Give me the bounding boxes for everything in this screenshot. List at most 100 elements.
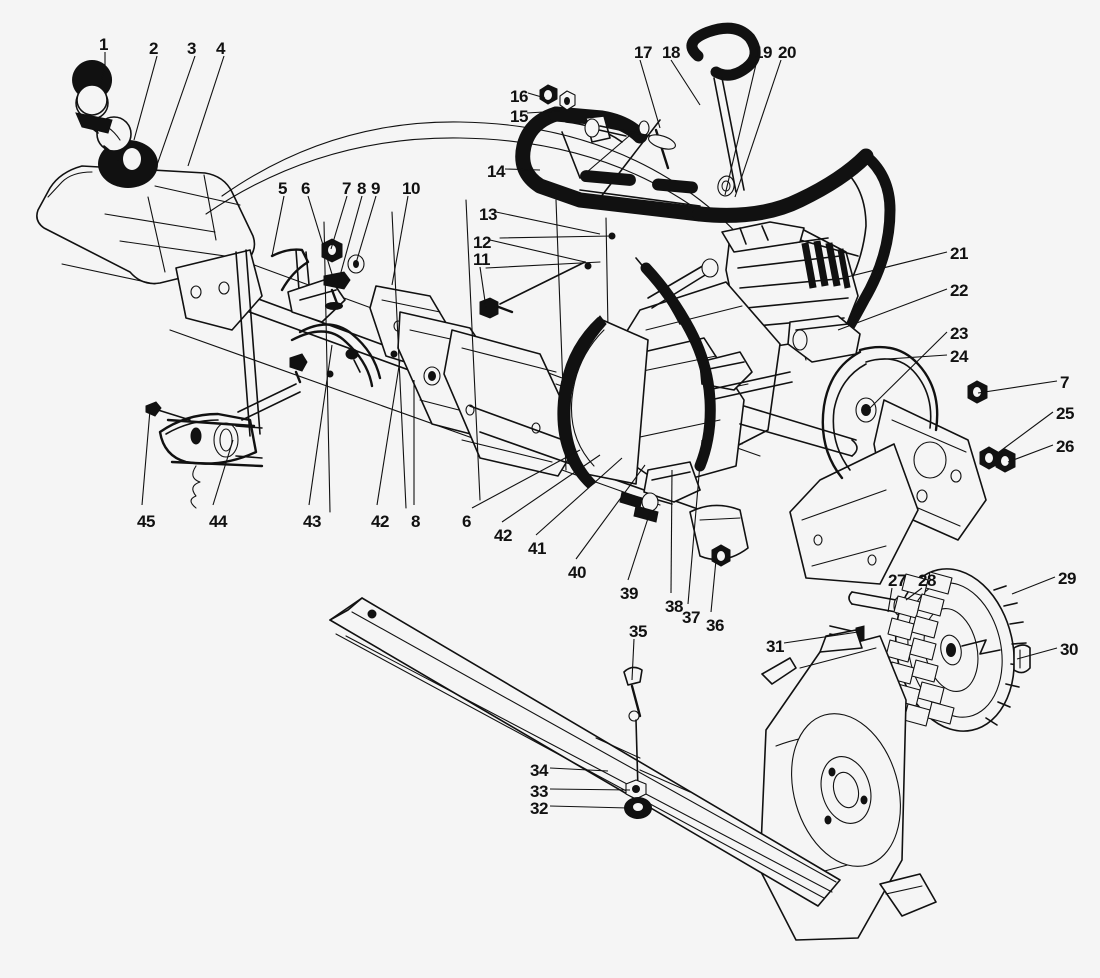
callout-number-28: 28 bbox=[918, 571, 936, 590]
callout-number-34: 34 bbox=[530, 761, 548, 780]
leader-line-34 bbox=[549, 767, 609, 772]
callout-number-15: 15 bbox=[510, 107, 528, 126]
leader-line-15 bbox=[526, 110, 561, 114]
leader-line-21 bbox=[842, 251, 948, 279]
callout-number-41: 41 bbox=[528, 539, 546, 558]
callout-number-9: 9 bbox=[371, 179, 380, 198]
callout-number-19: 19 bbox=[754, 43, 772, 62]
leader-line-3 bbox=[156, 55, 196, 166]
leader-line-18 bbox=[670, 59, 701, 106]
callout-number-23: 23 bbox=[950, 324, 968, 343]
tire-and-wheel bbox=[885, 568, 1031, 732]
leader-line-12 bbox=[489, 239, 586, 263]
leader-line-13 bbox=[495, 211, 601, 235]
callout-number-20: 20 bbox=[778, 43, 796, 62]
leader-line-41 bbox=[535, 457, 623, 536]
leader-line-5 bbox=[271, 195, 285, 257]
leader-line-23 bbox=[867, 331, 948, 411]
callout-number-6: 6 bbox=[301, 179, 310, 198]
leader-line-9 bbox=[355, 195, 377, 264]
callout-number-7b: 7 bbox=[1060, 373, 1069, 392]
wheel-mount-bracket bbox=[789, 345, 1016, 643]
leader-line-25 bbox=[994, 411, 1054, 456]
callout-number-42: 42 bbox=[371, 512, 389, 531]
callout-number-37: 37 bbox=[682, 608, 700, 627]
callout-number-7: 7 bbox=[342, 179, 351, 198]
callout-number-26: 26 bbox=[1056, 437, 1074, 456]
leader-line-39 bbox=[627, 511, 651, 581]
leader-line-42b bbox=[501, 454, 601, 523]
callout-number-1: 1 bbox=[99, 35, 108, 54]
callout-number-35: 35 bbox=[629, 622, 647, 641]
leader-line-43 bbox=[308, 344, 333, 506]
leader-line-36 bbox=[710, 559, 717, 613]
callout-number-32: 32 bbox=[530, 799, 548, 818]
leader-line-16 bbox=[527, 92, 546, 99]
fuel-tank-assembly bbox=[36, 60, 256, 285]
callout-number-30: 30 bbox=[1060, 640, 1078, 659]
callout-number-18: 18 bbox=[662, 43, 680, 62]
callout-number-8b: 8 bbox=[411, 512, 420, 531]
callout-number-31: 31 bbox=[766, 637, 784, 656]
callout-number-33: 33 bbox=[530, 782, 548, 801]
callout-number-43: 43 bbox=[303, 512, 321, 531]
callout-number-40: 40 bbox=[568, 563, 586, 582]
leader-line-6 bbox=[307, 195, 336, 285]
callout-number-11: 11 bbox=[473, 250, 490, 269]
callout-number-44: 44 bbox=[209, 512, 227, 531]
leader-line-1 bbox=[99, 52, 106, 87]
handlebar-assembly bbox=[515, 22, 896, 350]
leader-line-7b bbox=[977, 380, 1058, 394]
leader-line-11 bbox=[479, 266, 487, 309]
leader-line-20 bbox=[734, 59, 782, 198]
callout-number-2: 2 bbox=[149, 39, 158, 58]
leader-line-22 bbox=[837, 288, 948, 331]
callout-number-22: 22 bbox=[950, 281, 968, 300]
callout-number-10: 10 bbox=[402, 179, 420, 198]
leader-line-30 bbox=[1016, 647, 1058, 660]
leader-line-2 bbox=[133, 55, 158, 141]
leader-line-4 bbox=[187, 55, 225, 167]
left-depth-bracket bbox=[145, 383, 301, 509]
callout-number-38: 38 bbox=[665, 597, 683, 616]
engine-assembly bbox=[479, 221, 861, 567]
leader-line-37 bbox=[687, 439, 703, 605]
callout-number-14: 14 bbox=[487, 162, 505, 181]
callout-number-5: 5 bbox=[278, 179, 287, 198]
callout-number-27: 27 bbox=[888, 571, 906, 590]
leader-line-40 bbox=[575, 464, 646, 560]
leader-line-26 bbox=[1007, 444, 1054, 463]
leader-line-10 bbox=[391, 195, 409, 286]
callout-number-21: 21 bbox=[950, 244, 968, 263]
callout-number-16: 16 bbox=[510, 87, 528, 106]
leader-line-33 bbox=[549, 788, 631, 791]
callout-number-42b: 42 bbox=[494, 526, 512, 545]
leader-line-38 bbox=[670, 469, 673, 594]
leader-line-32 bbox=[549, 805, 629, 809]
leader-line-24 bbox=[872, 354, 948, 361]
leader-line-45 bbox=[141, 409, 151, 506]
leader-lines bbox=[99, 52, 1058, 809]
callout-number-36: 36 bbox=[706, 616, 724, 635]
leader-line-14 bbox=[504, 168, 541, 171]
leader-line-29 bbox=[1011, 576, 1056, 595]
leader-line-17 bbox=[639, 59, 661, 129]
callout-number-25: 25 bbox=[1056, 404, 1074, 423]
leader-line-35 bbox=[631, 638, 635, 681]
callout-number-6b: 6 bbox=[462, 512, 471, 531]
leader-line-6b bbox=[471, 449, 581, 509]
callout-number-24: 24 bbox=[950, 347, 968, 366]
callout-number-13: 13 bbox=[479, 205, 497, 224]
callout-number-8: 8 bbox=[357, 179, 366, 198]
leader-line-27 bbox=[887, 587, 893, 613]
callout-number-4: 4 bbox=[216, 39, 225, 58]
leader-line-28 bbox=[905, 587, 923, 601]
drag-bar bbox=[329, 597, 841, 907]
leader-line-44 bbox=[212, 439, 234, 506]
callout-number-17: 17 bbox=[634, 43, 652, 62]
callout-number-12: 12 bbox=[473, 233, 491, 252]
callout-number-29: 29 bbox=[1058, 569, 1076, 588]
leader-line-42 bbox=[376, 359, 401, 506]
